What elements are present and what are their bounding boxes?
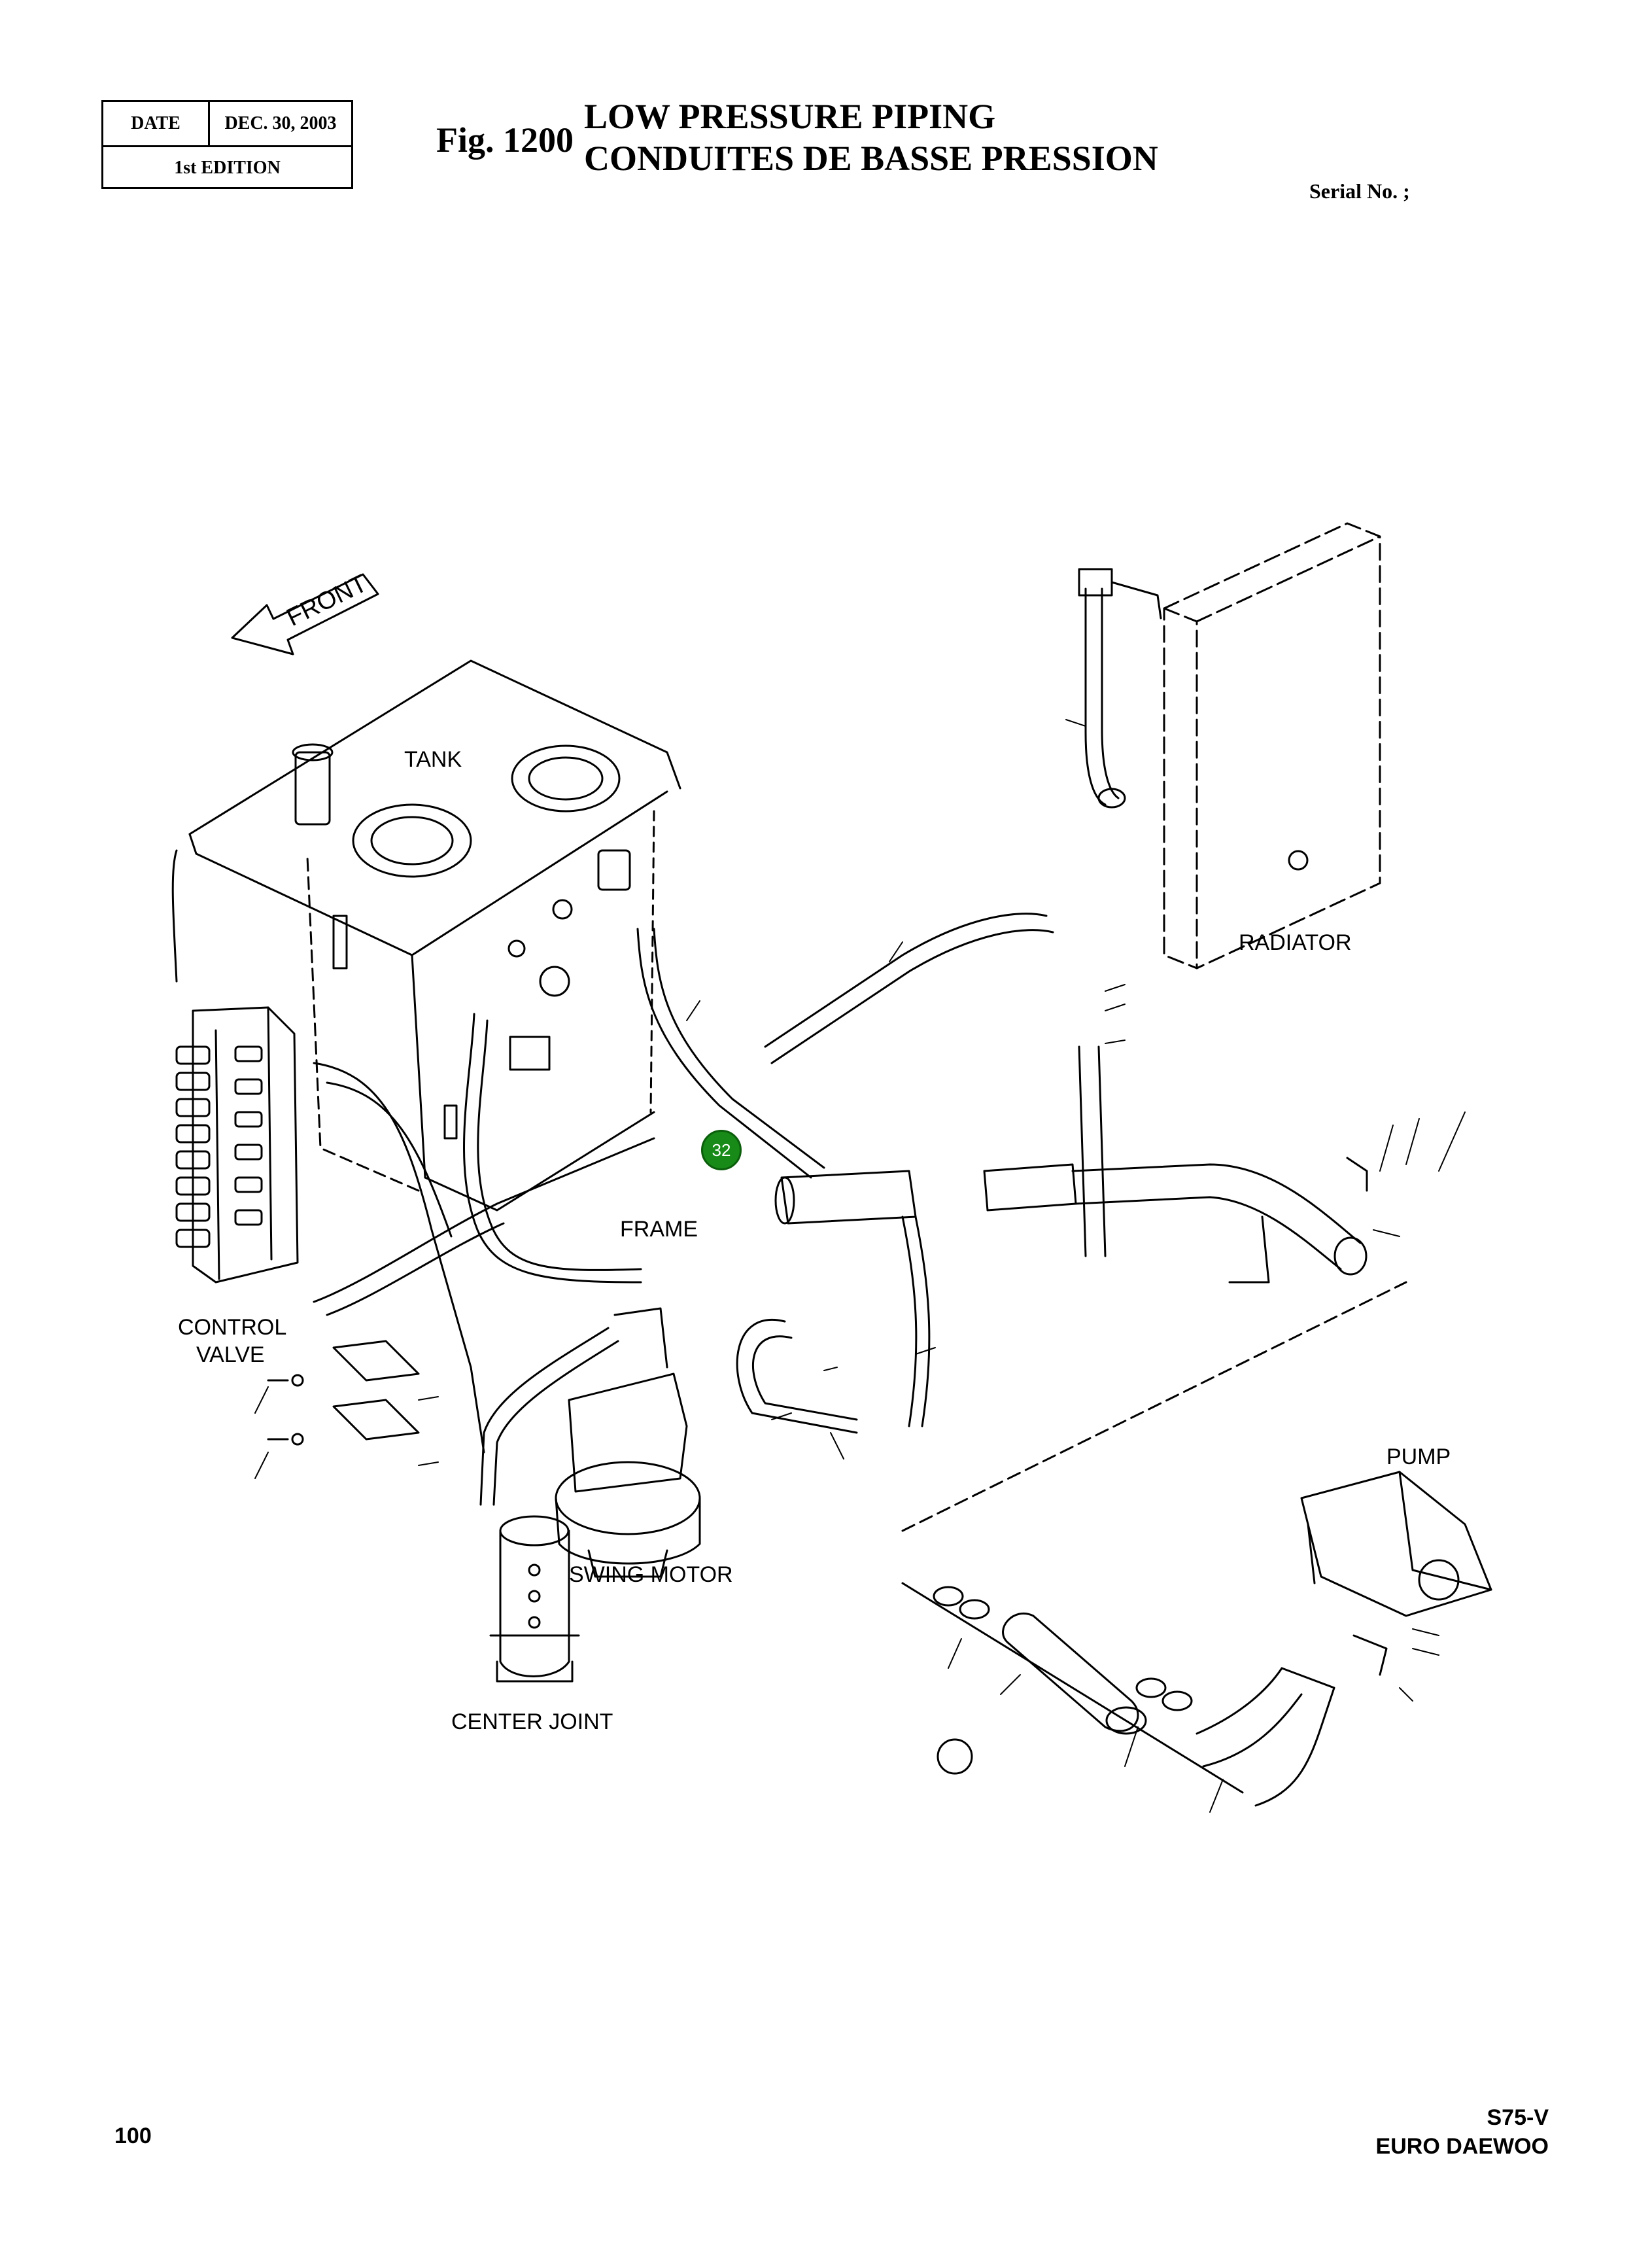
front-label: FRONT [283,570,371,632]
swing-motor-drawing [555,1307,701,1578]
pump-drawing [1300,1471,1492,1617]
label-control-valve-line1: CONTROL [178,1315,286,1340]
model-name: S75-V [1487,2105,1549,2130]
brand-name: EURO DAEWOO [1375,2134,1549,2159]
suction-detail [901,1281,1407,1807]
clamp-brackets [267,1340,420,1446]
page-number: 100 [114,2124,152,2148]
hose-lines [313,587,1120,1506]
title-french: CONDUITES DE BASSE PRESSION [584,139,1158,178]
date-value: DEC. 30, 2003 [224,113,337,133]
radiator-drawing [1078,522,1381,970]
figure-number: Fig. 1200 [436,120,574,160]
control-valve-drawing [175,1006,299,1284]
tank-drawing [171,659,681,1212]
label-pump: PUMP [1386,1444,1451,1469]
label-control-valve-line2: VALVE [196,1342,265,1367]
front-arrow-icon [231,573,379,656]
date-box: DATE DEC. 30, 2003 1st EDITION [101,100,353,189]
leader-lines [254,719,1466,1813]
edition-label: 1st EDITION [174,158,281,178]
filter-and-pipes [736,1045,1368,1434]
label-tank: TANK [404,747,462,772]
part-callout-32[interactable]: 32 [701,1130,742,1170]
date-row: DATE DEC. 30, 2003 [103,102,351,147]
center-joint-drawing [489,1515,580,1683]
title-english: LOW PRESSURE PIPING [584,97,996,136]
label-frame: FRAME [620,1217,698,1242]
label-swing-motor: SWING MOTOR [569,1562,733,1587]
label-center-joint: CENTER JOINT [451,1709,613,1734]
date-label: DATE [103,102,210,145]
label-radiator: RADIATOR [1239,930,1352,955]
serial-number: Serial No. ; [1309,179,1410,203]
